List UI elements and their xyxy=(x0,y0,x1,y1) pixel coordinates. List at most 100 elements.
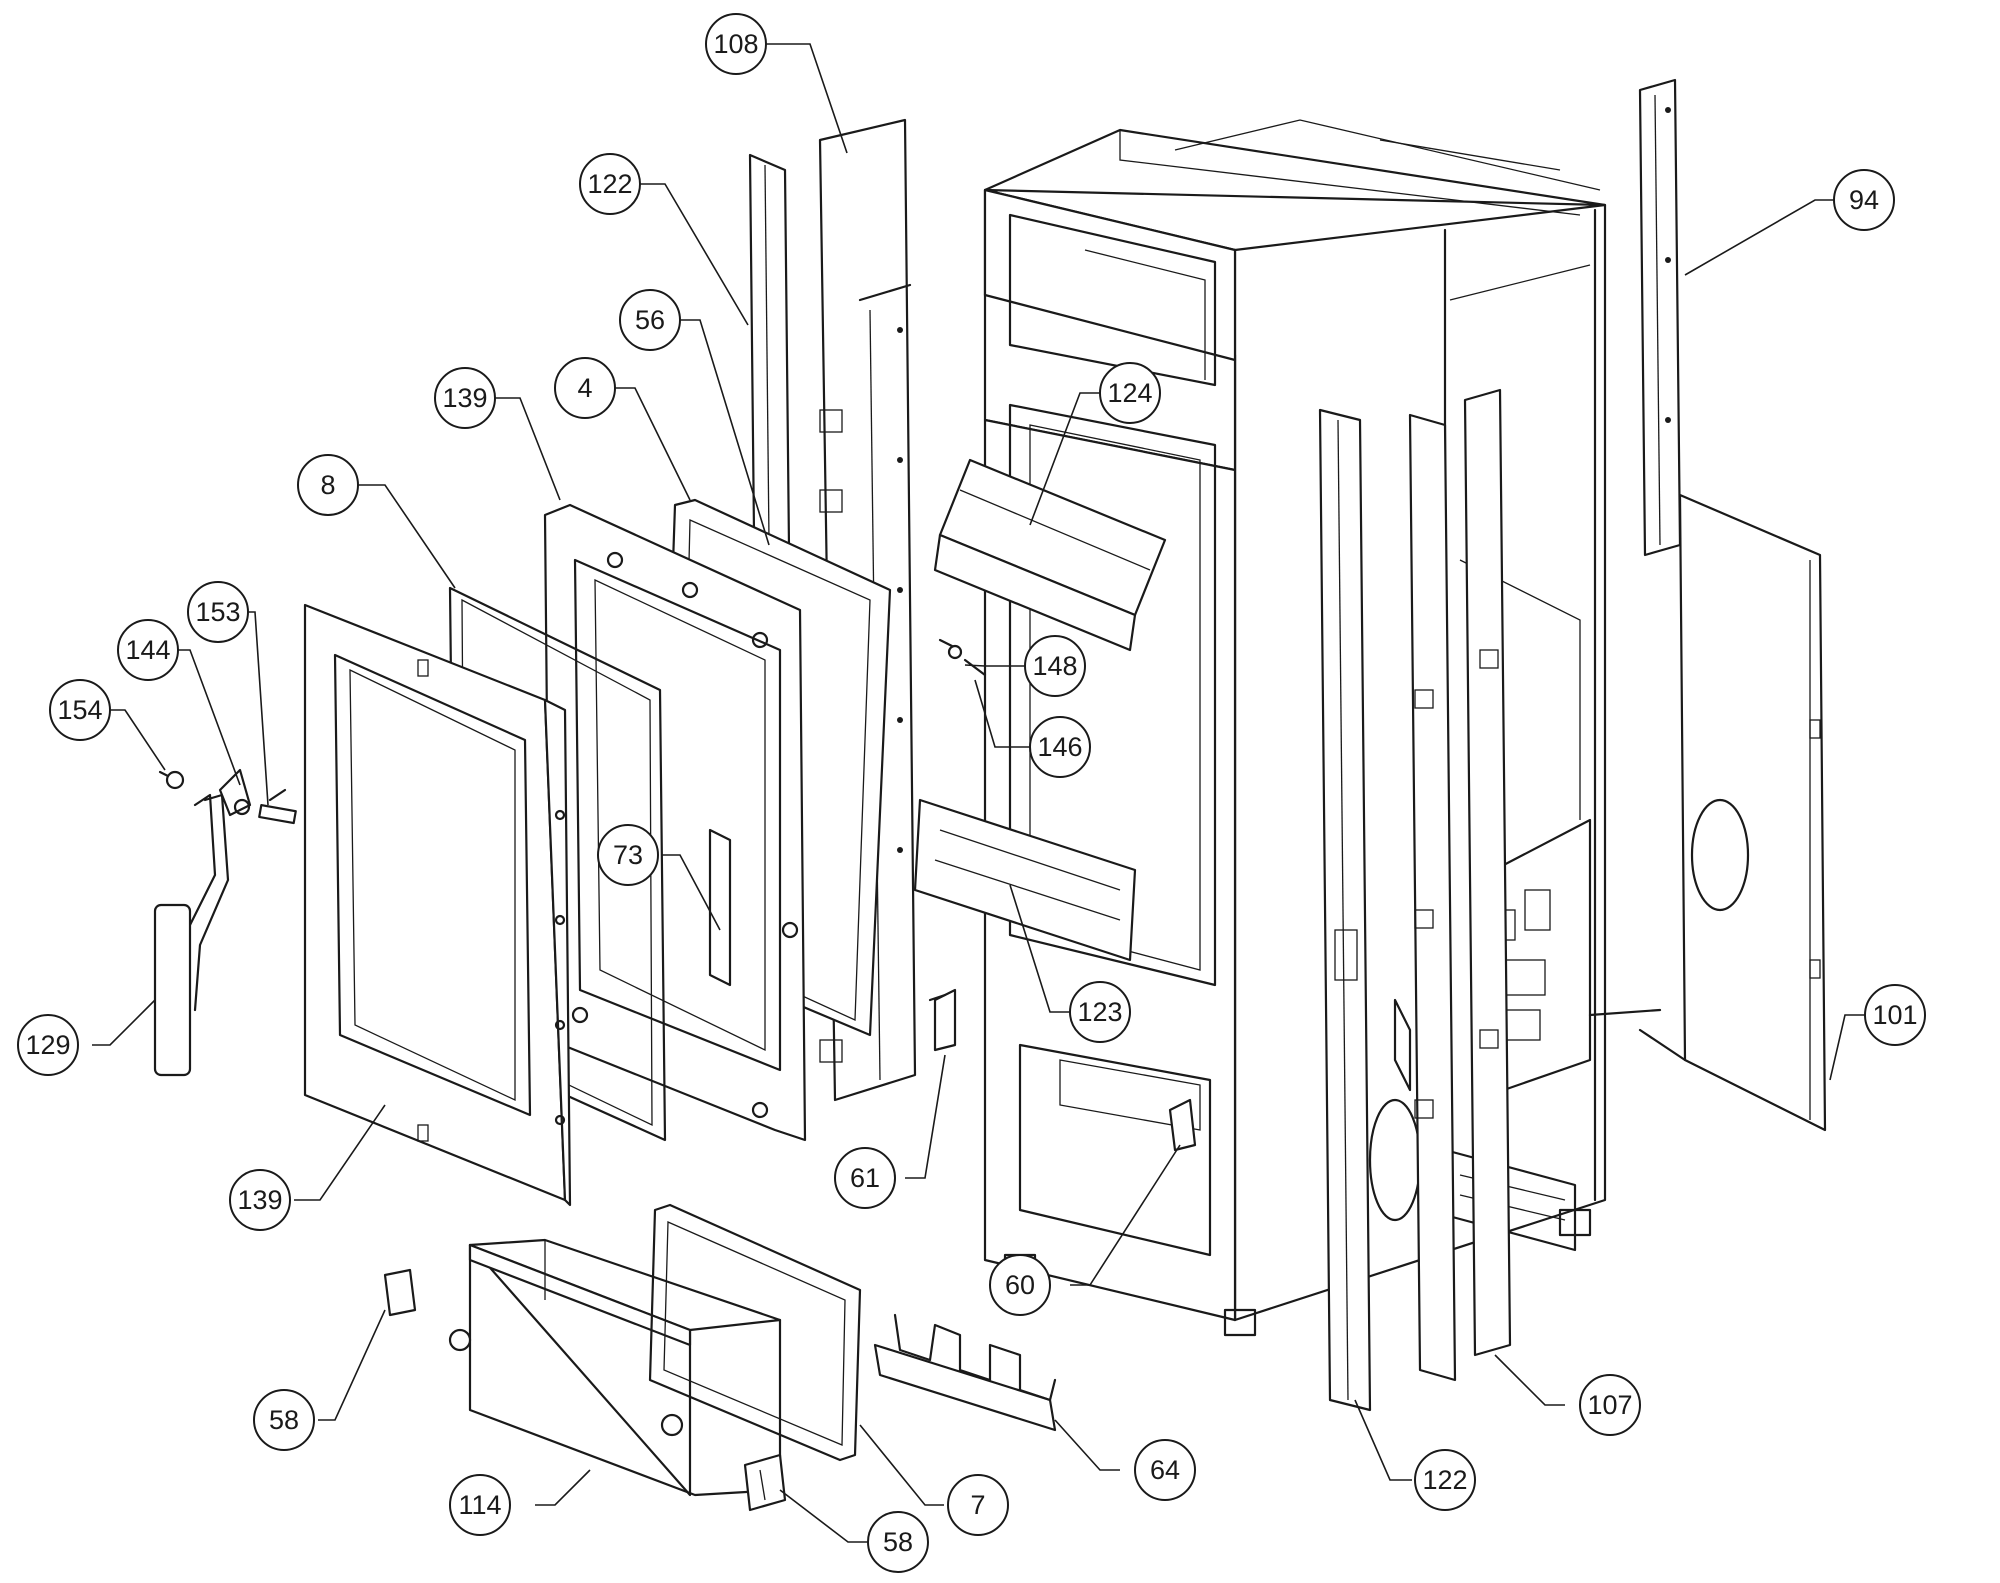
callout-label: 94 xyxy=(1849,185,1879,215)
part-60-bracket xyxy=(1168,1098,1197,1152)
leader-73 xyxy=(661,854,721,931)
leader-124 xyxy=(1029,392,1100,526)
callout-58: 58 xyxy=(253,1389,315,1451)
callout-label: 114 xyxy=(458,1490,501,1520)
part-107-side-strip xyxy=(1393,388,1512,1382)
callout-label: 73 xyxy=(613,840,643,870)
callout-101: 101 xyxy=(1864,984,1926,1046)
leader-58b xyxy=(779,1489,868,1543)
callout-64: 64 xyxy=(1134,1439,1196,1501)
callout-107: 107 xyxy=(1579,1374,1641,1436)
callout-146: 146 xyxy=(1029,716,1091,778)
callout-139: 139 xyxy=(229,1169,291,1231)
leader-56 xyxy=(680,319,770,546)
callout-label: 123 xyxy=(1077,997,1122,1027)
callout-label: 7 xyxy=(970,1490,985,1520)
part-139-door-frame-back xyxy=(543,503,807,1142)
callout-label: 101 xyxy=(1872,1000,1917,1030)
part-144-latch xyxy=(218,768,252,817)
callout-94: 94 xyxy=(1833,169,1895,231)
part-94-rear-strip xyxy=(1638,78,1682,557)
leader-101 xyxy=(1829,1014,1865,1081)
leader-144 xyxy=(178,649,241,786)
part-61-bracket xyxy=(928,988,957,1052)
part-114-ash-drawer xyxy=(448,1238,782,1497)
callout-153: 153 xyxy=(187,581,249,643)
callout-154: 154 xyxy=(49,679,111,741)
leader-148 xyxy=(964,664,1025,667)
leader-146 xyxy=(974,679,1030,748)
leader-153 xyxy=(248,611,269,806)
callout-56: 56 xyxy=(619,289,681,351)
leader-107 xyxy=(1494,1354,1565,1406)
part-64-bracket xyxy=(873,1313,1057,1432)
callout-label: 61 xyxy=(850,1163,880,1193)
callout-label: 124 xyxy=(1107,378,1152,408)
part-122-lower-strip xyxy=(1318,408,1372,1412)
callout-4: 4 xyxy=(554,357,616,419)
callouts: 108 122 56 139 4 8 153 144 154 124 148 1… xyxy=(17,13,1926,1573)
callout-label: 146 xyxy=(1037,732,1082,762)
callout-label: 139 xyxy=(442,383,487,413)
part-58-hinge-a xyxy=(383,1268,417,1317)
leader-139b xyxy=(294,1104,386,1201)
part-153-pin xyxy=(258,788,297,825)
callout-label: 64 xyxy=(1150,1455,1180,1485)
leader-154 xyxy=(110,709,166,771)
leader-64 xyxy=(1054,1419,1120,1471)
callout-label: 154 xyxy=(57,695,102,725)
callout-148: 148 xyxy=(1024,635,1086,697)
callout-122: 122 xyxy=(579,153,641,215)
callout-123: 123 xyxy=(1069,981,1131,1043)
leader-139a xyxy=(495,397,561,501)
part-124-deflector xyxy=(933,458,1167,652)
leader-122a xyxy=(640,183,749,326)
callout-60: 60 xyxy=(989,1254,1051,1316)
callout-label: 4 xyxy=(577,373,592,403)
leader-123 xyxy=(1009,884,1070,1013)
callout-7: 7 xyxy=(947,1474,1009,1536)
callout-114: 114 xyxy=(449,1474,511,1536)
callout-129: 129 xyxy=(17,1014,79,1076)
callout-label: 8 xyxy=(320,470,335,500)
callout-144: 144 xyxy=(117,619,179,681)
callout-124: 124 xyxy=(1099,362,1161,424)
callout-58: 58 xyxy=(867,1511,929,1573)
leader-122b xyxy=(1354,1399,1412,1481)
leader-8 xyxy=(358,484,456,589)
part-154-screw xyxy=(158,770,185,790)
callout-label: 60 xyxy=(1005,1270,1035,1300)
callout-61: 61 xyxy=(834,1147,896,1209)
callout-73: 73 xyxy=(597,824,659,886)
callout-label: 107 xyxy=(1587,1390,1632,1420)
leader-4 xyxy=(608,387,691,501)
part-139-door-front xyxy=(303,603,572,1207)
leader-60 xyxy=(1070,1144,1181,1286)
callout-139: 139 xyxy=(434,367,496,429)
callout-label: 58 xyxy=(269,1405,299,1435)
callout-label: 122 xyxy=(587,169,632,199)
leader-61 xyxy=(905,1054,946,1179)
part-129-handle-lever xyxy=(153,793,230,1077)
callout-label: 139 xyxy=(237,1185,282,1215)
leader-129 xyxy=(92,999,156,1046)
callout-label: 58 xyxy=(883,1527,913,1557)
callout-label: 148 xyxy=(1032,651,1077,681)
part-73-handle xyxy=(708,828,732,987)
part-7-gasket xyxy=(648,1203,862,1462)
part-123-deflector xyxy=(913,798,1137,962)
leader-94 xyxy=(1684,199,1834,276)
callout-label: 122 xyxy=(1422,1465,1467,1495)
callout-label: 144 xyxy=(125,635,170,665)
leader-lines xyxy=(92,43,1865,1543)
part-58-hinge-b xyxy=(743,1453,787,1512)
leader-108a xyxy=(764,43,848,154)
callout-label: 129 xyxy=(25,1030,70,1060)
callout-label: 108 xyxy=(713,29,758,59)
leader-7 xyxy=(859,1424,944,1506)
leader-58a xyxy=(318,1309,386,1421)
callout-122: 122 xyxy=(1414,1449,1476,1511)
callout-108: 108 xyxy=(705,13,767,75)
part-101-side-panel xyxy=(1638,493,1827,1132)
